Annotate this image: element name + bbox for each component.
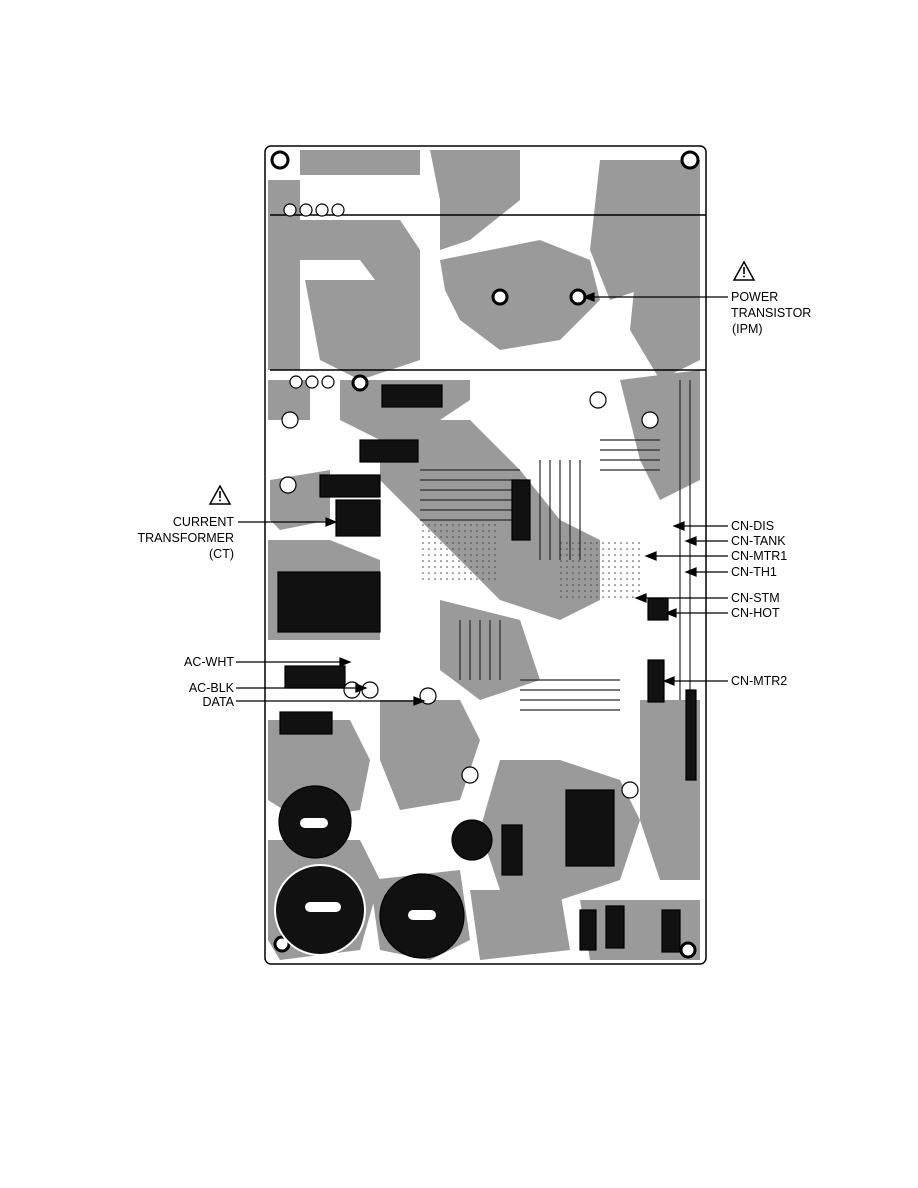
current-transformer-label: CURRENT TRANSFORMER (CT) [137, 514, 234, 562]
cn-dis-label: CN-DIS [731, 519, 775, 533]
current-transformer-line-2: TRANSFORMER [137, 531, 234, 545]
ac-blk-label: AC-BLK [188, 681, 234, 695]
cn-mtr1-label: CN-MTR1 [731, 549, 788, 563]
cn-hot-label: CN-HOT [731, 606, 780, 620]
pcb-traces [270, 214, 706, 711]
current-transformer-line-1: CURRENT [172, 515, 234, 529]
power-transistor-line-3: (IPM) [732, 322, 763, 336]
leader-lines [236, 292, 728, 706]
power-transistor-line-1: POWER [731, 290, 779, 304]
power-transistor-line-2: TRANSISTOR [731, 306, 812, 320]
ac-wht-label: AC-WHT [184, 655, 234, 669]
mounting-holes [270, 150, 700, 959]
current-transformer-line-3: (CT) [209, 547, 234, 561]
cn-th1-label: CN-TH1 [731, 565, 777, 579]
warning-triangle-icon [732, 260, 756, 281]
data-label: DATA [202, 695, 234, 709]
power-transistor-label: POWER TRANSISTOR (IPM) [731, 289, 811, 337]
warning-triangle-icon [208, 484, 232, 505]
cn-mtr2-label: CN-MTR2 [731, 674, 788, 688]
cn-tank-label: CN-TANK [731, 534, 786, 548]
cn-stm-label: CN-STM [731, 591, 780, 605]
components [274, 203, 697, 959]
